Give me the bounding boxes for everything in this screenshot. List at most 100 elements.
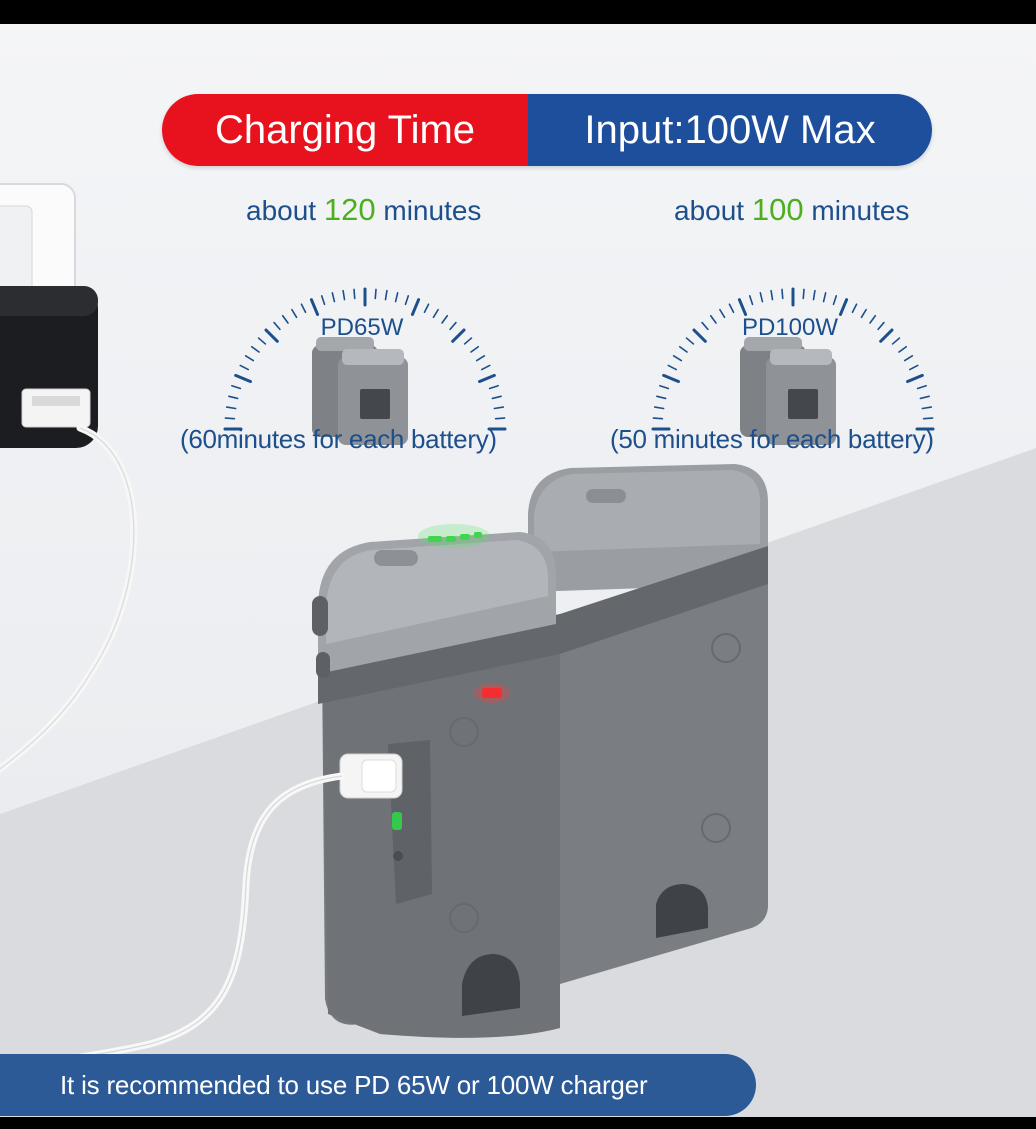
battery-pair-icon <box>312 337 408 445</box>
usb-cable-hub <box>0 772 346 1071</box>
gauge-tick <box>234 373 252 384</box>
charging-time-label: Charging Time <box>162 94 528 166</box>
gauge-tick <box>802 288 805 300</box>
gauge-tick <box>475 355 486 362</box>
gauge-tick <box>309 298 320 316</box>
gauge-tick <box>239 364 250 371</box>
gauge-tick <box>667 364 678 371</box>
gauge-tick <box>225 406 237 410</box>
gauge-tick <box>908 364 919 371</box>
product-image-canvas: Charging Time Input:100W Max about 120 m… <box>0 24 1036 1117</box>
about-text: about <box>246 195 317 226</box>
gauge-tick <box>770 289 774 301</box>
gauge-tick <box>678 345 688 353</box>
usb-c-plug <box>339 753 403 799</box>
gauge-tick <box>919 395 930 400</box>
gauge-tick <box>891 337 901 345</box>
gauge-tick <box>922 417 934 420</box>
gauge-tick <box>384 289 388 301</box>
gauge-tick <box>432 308 439 319</box>
per-battery-time-pd100w: (50 minutes for each battery) <box>610 424 934 454</box>
gauge-tick <box>916 384 927 390</box>
power-adapter-icon <box>0 286 98 448</box>
gauge-tick <box>423 303 430 314</box>
gauge-tick <box>478 373 496 384</box>
gauge-tick <box>781 288 784 300</box>
gauge-tick <box>903 355 914 362</box>
charger-label: PD65W <box>321 314 404 341</box>
status-led-red <box>474 683 510 703</box>
gauge-tick <box>342 289 346 301</box>
gauge-tick <box>656 395 667 400</box>
gauge-tick <box>250 345 260 353</box>
gauge-tick <box>244 355 255 362</box>
gauge-tick <box>692 328 707 343</box>
gauge-tick <box>404 295 410 306</box>
gauge-pd65w: PD65W <box>223 287 507 445</box>
charger-scene <box>0 183 768 1071</box>
gauge-tick <box>291 308 298 319</box>
gauge-tick <box>463 337 473 345</box>
gauge-tick <box>353 288 356 300</box>
gauge-tick <box>822 292 827 303</box>
gauge-tick <box>451 328 466 343</box>
gauge-ticks <box>223 287 507 431</box>
charging-hub <box>312 464 768 1038</box>
gauge-tick <box>728 303 735 314</box>
gauge-tick <box>737 298 748 316</box>
gauge-tick <box>494 417 506 420</box>
charging-duration-pd100w: about 100 minutes <box>674 192 909 228</box>
gauge-tick <box>879 328 894 343</box>
gauge-tick <box>659 384 670 390</box>
gauge-tick <box>832 295 838 306</box>
battery-pair-icon <box>740 337 836 445</box>
gauge-tick <box>331 292 336 303</box>
gauge-tick <box>860 308 867 319</box>
minutes-unit: minutes <box>383 195 482 226</box>
charging-duration-pd65w: about 120 minutes <box>246 192 481 228</box>
about-text: about <box>674 195 745 226</box>
gauge-tick <box>320 295 326 306</box>
header-pill: Charging Time Input:100W Max <box>162 94 932 166</box>
gauge-tick <box>470 345 480 353</box>
gauge-tick <box>410 298 421 316</box>
gauge-tick <box>441 314 449 324</box>
gauge-tick <box>491 395 502 400</box>
gauge-pd100w: PD100W <box>651 287 935 445</box>
gauge-tick <box>264 328 279 343</box>
gauge-tick <box>869 314 877 324</box>
gauge-ticks <box>651 287 935 431</box>
gauge-tick <box>300 303 307 314</box>
usb-cable <box>0 424 138 774</box>
battery-level-leds <box>418 524 490 548</box>
gauge-tick <box>488 384 499 390</box>
gauge-tick <box>719 308 726 319</box>
gauge-tick <box>898 345 908 353</box>
gauge-tick <box>653 406 665 410</box>
minutes-value: 100 <box>751 192 804 227</box>
gauge-tick <box>921 406 933 410</box>
port-led-green <box>392 812 402 830</box>
gauge-tick <box>662 373 680 384</box>
gauge-tick <box>374 288 377 300</box>
gauge-tick <box>701 321 709 331</box>
gauge-tick <box>273 321 281 331</box>
gauge-tick <box>838 298 849 316</box>
gauge-tick <box>493 406 505 410</box>
gauge-tick <box>652 417 664 420</box>
charger-label: PD100W <box>742 314 838 341</box>
recommendation-text: It is recommended to use PD 65W or 100W … <box>60 1069 648 1100</box>
recommendation-banner: It is recommended to use PD 65W or 100W … <box>0 1054 756 1116</box>
gauge-tick <box>672 355 683 362</box>
minutes-unit: minutes <box>811 195 910 226</box>
gauge-tick <box>231 384 242 390</box>
per-battery-time-pd65w: (60minutes for each battery) <box>180 424 497 454</box>
gauge-tick <box>812 289 816 301</box>
gauge-tick <box>480 364 491 371</box>
gauge-tick <box>709 314 717 324</box>
gauge-tick <box>877 321 885 331</box>
gauge-tick <box>685 337 695 345</box>
gauge-tick <box>449 321 457 331</box>
gauge-tick <box>281 314 289 324</box>
gauge-tick <box>228 395 239 400</box>
